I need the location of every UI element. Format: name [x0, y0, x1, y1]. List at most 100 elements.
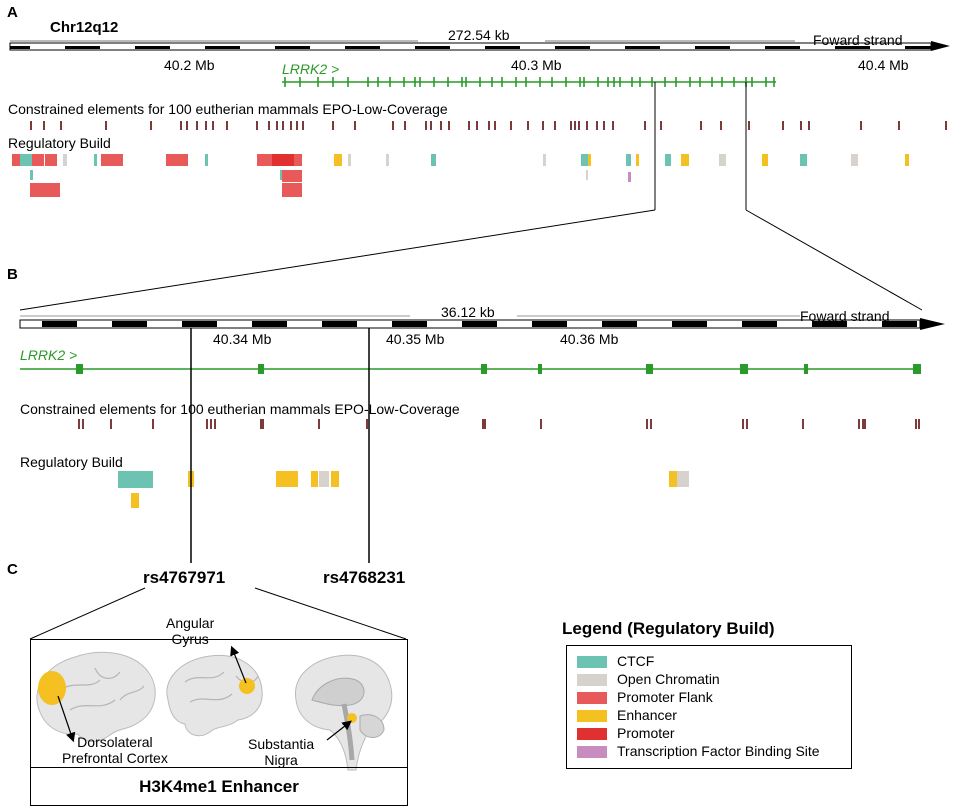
constrained-mark [30, 121, 32, 130]
constrained-mark [60, 121, 62, 130]
ruler-segment [602, 321, 637, 327]
constrained-mark [78, 419, 80, 429]
sn-arrow [326, 720, 352, 741]
exon-block [258, 364, 264, 374]
promoter-flank-block [257, 154, 273, 166]
constrained-mark [186, 121, 188, 130]
ruler-segment [462, 321, 497, 327]
legend-swatch [577, 692, 607, 704]
panel-b-constrained-elements [78, 419, 920, 429]
constrained-mark [296, 121, 298, 130]
constrained-mark [945, 121, 947, 130]
enhancer-block [681, 154, 686, 166]
constrained-mark [915, 419, 917, 429]
open-chromatin-block [851, 154, 858, 166]
constrained-mark [468, 121, 470, 130]
constrained-mark [862, 419, 864, 429]
ruler-segment [730, 46, 765, 49]
ruler-segment [322, 321, 357, 327]
exon-block [804, 364, 808, 374]
ruler-segment [742, 321, 777, 327]
ruler-segment [30, 46, 65, 49]
panel-a-tick-1: 40.2 Mb [164, 57, 215, 73]
panel-a-regulatory-title: Regulatory Build [8, 135, 111, 151]
constrained-mark [570, 121, 572, 130]
constrained-mark [574, 121, 576, 130]
ctcf-block [94, 154, 97, 166]
constrained-mark [256, 121, 258, 130]
constrained-mark [527, 121, 529, 130]
brain-lateral-2 [166, 654, 263, 737]
ruler-segment [310, 46, 345, 49]
enhancer-block [762, 154, 768, 166]
constrained-mark [282, 121, 284, 130]
promoter-flank-block [12, 154, 20, 166]
promoter-flank-block [282, 183, 302, 197]
ruler-segment [660, 46, 695, 49]
panel-a-exons [284, 77, 775, 87]
brain-sagittal [295, 654, 393, 771]
constrained-mark [152, 419, 154, 429]
exon-block [538, 364, 542, 374]
constrained-mark [782, 121, 784, 130]
enhancer-block [905, 154, 909, 166]
legend-label: Promoter Flank [617, 689, 713, 705]
constrained-mark [494, 121, 496, 130]
promoter-flank-block [166, 154, 188, 166]
brain-panel: H3K4me1 Enhancer [30, 639, 408, 806]
ruler-segment [812, 321, 847, 327]
panel-a-constrained-title: Constrained elements for 100 eutherian m… [8, 101, 448, 117]
constrained-mark [82, 419, 84, 429]
ruler-segment [672, 321, 707, 327]
snp1-callout-lines [29, 587, 407, 640]
ruler-segment [112, 321, 147, 327]
panel-b-regulatory-title: Regulatory Build [20, 454, 123, 470]
legend-label: Enhancer [617, 707, 677, 723]
panel-b-tick-3: 40.36 Mb [560, 331, 619, 347]
panel-b-exons [76, 364, 921, 374]
constrained-mark [720, 121, 722, 130]
ctcf-block [205, 154, 208, 166]
constrained-mark [205, 121, 207, 130]
promoter-flank-block [101, 154, 123, 166]
legend-label: CTCF [617, 653, 655, 669]
enhancer-block [588, 154, 591, 166]
constrained-mark [554, 121, 556, 130]
constrained-mark [510, 121, 512, 130]
promoter-flank-block [294, 154, 302, 166]
ruler-segment [380, 46, 415, 49]
legend-label: Transcription Factor Binding Site [617, 743, 820, 759]
substantia-nigra-highlight [347, 713, 357, 723]
legend-title: Legend (Regulatory Build) [562, 619, 775, 638]
constrained-mark [650, 419, 652, 429]
dlpfc-label: Dorsolateral Prefrontal Cortex [62, 734, 168, 766]
constrained-mark [105, 121, 107, 130]
ctcf-block [665, 154, 671, 166]
legend-box: CTCF Open Chromatin Promoter Flank Enhan… [566, 645, 852, 769]
panel-b-strand: Foward strand [800, 308, 890, 324]
exon-block [481, 364, 487, 374]
constrained-mark [660, 121, 662, 130]
constrained-mark [404, 121, 406, 130]
dlpfc-highlight [38, 671, 66, 705]
panel-label-b: B [7, 266, 18, 283]
ctcf-block [800, 154, 807, 166]
constrained-mark [425, 121, 427, 130]
open-chromatin-block [677, 471, 689, 487]
panel-a-gene-track [282, 77, 776, 87]
constrained-mark [212, 121, 214, 130]
constrained-mark [748, 121, 750, 130]
ruler-segment [240, 46, 275, 49]
exon-block [646, 364, 653, 374]
chromosome-label: Chr12q12 [50, 19, 119, 36]
constrained-mark [110, 419, 112, 429]
legend-swatch [577, 674, 607, 686]
constrained-mark [488, 121, 490, 130]
constrained-mark [150, 121, 152, 130]
constrained-mark [918, 419, 920, 429]
panel-a-constrained-elements [30, 121, 947, 130]
panel-b-gene-label: LRRK2 > [20, 347, 78, 363]
ruler-segment [882, 321, 917, 327]
enhancer-block [686, 154, 689, 166]
